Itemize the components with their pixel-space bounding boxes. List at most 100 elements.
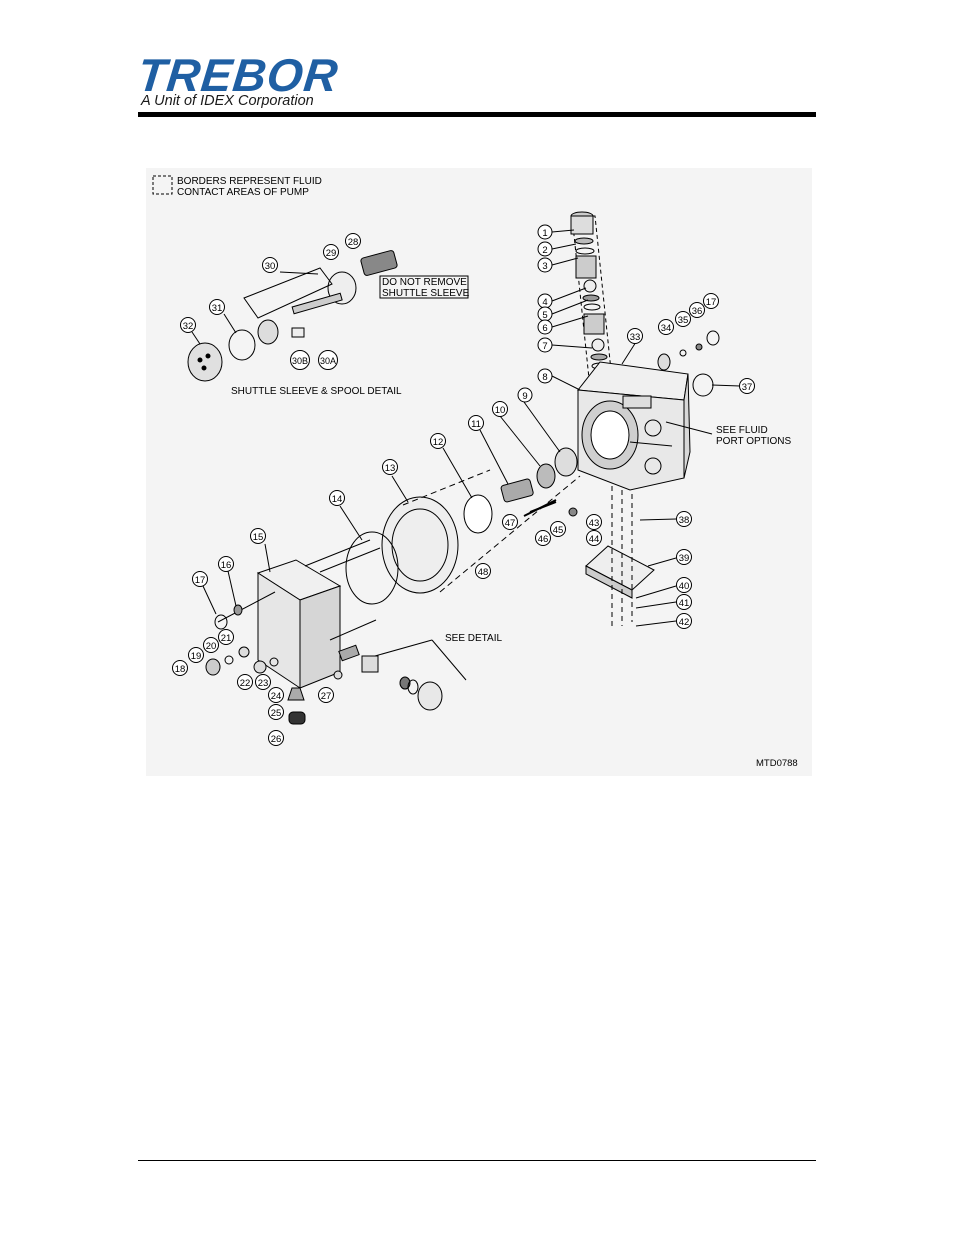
callout-16: 16 — [218, 556, 234, 572]
callout-36: 36 — [689, 302, 705, 318]
svg-text:28: 28 — [348, 237, 359, 248]
svg-text:3: 3 — [542, 261, 547, 272]
svg-text:22: 22 — [240, 678, 251, 689]
fluid-port-line2: PORT OPTIONS — [716, 436, 792, 447]
callout-32: 32 — [180, 317, 196, 333]
svg-text:20: 20 — [206, 641, 217, 652]
callout-31: 31 — [209, 299, 225, 315]
callout-39: 39 — [676, 549, 692, 565]
legend-text-line2: CONTACT AREAS OF PUMP — [177, 187, 309, 198]
diagram-svg: BORDERS REPRESENT FLUID CONTACT AREAS OF… — [152, 175, 798, 769]
svg-text:17: 17 — [195, 575, 206, 586]
callout-23: 23 — [255, 674, 271, 690]
svg-text:26: 26 — [271, 734, 282, 745]
callout-43: 43 — [586, 514, 602, 530]
callout-33: 33 — [627, 328, 643, 344]
svg-text:13: 13 — [385, 463, 396, 474]
callout-24: 24 — [268, 687, 284, 703]
callout-17-right: 17 — [703, 293, 719, 309]
shuttle-note-line2: SHUTTLE SLEEVE — [382, 288, 470, 299]
shuttle-note-box — [379, 275, 469, 299]
callout-14: 14 — [329, 490, 345, 506]
callout-38: 38 — [676, 511, 692, 527]
diagram-labels: BORDERS REPRESENT FLUID CONTACT AREAS OF… — [177, 176, 798, 769]
callout-3: 3 — [537, 257, 553, 273]
svg-text:7: 7 — [542, 341, 547, 352]
callout-22: 22 — [237, 674, 253, 690]
side-parts — [657, 330, 720, 397]
svg-text:21: 21 — [221, 633, 232, 644]
callout-25: 25 — [268, 704, 284, 720]
svg-text:43: 43 — [589, 518, 600, 529]
svg-text:24: 24 — [271, 691, 282, 702]
callout-10: 10 — [492, 401, 508, 417]
svg-text:37: 37 — [742, 382, 753, 393]
callout-17-left: 17 — [192, 571, 208, 587]
callout-20: 20 — [203, 637, 219, 653]
callout-9: 9 — [517, 387, 533, 403]
svg-text:47: 47 — [505, 518, 516, 529]
shuttle-note-line1: DO NOT REMOVE — [382, 277, 467, 288]
callout-28: 28 — [345, 233, 361, 249]
callout-4: 4 — [537, 293, 553, 309]
svg-text:18: 18 — [175, 664, 186, 675]
diaphragm-assembly — [345, 447, 581, 605]
logo-wordmark: TREBOR — [135, 49, 341, 101]
callout-18: 18 — [172, 660, 188, 676]
header-rule — [138, 112, 816, 117]
legend-dashed-box — [152, 175, 173, 195]
svg-text:5: 5 — [542, 310, 547, 321]
svg-text:19: 19 — [191, 651, 202, 662]
svg-text:30: 30 — [265, 261, 276, 272]
mounting-hardware — [523, 486, 655, 630]
callout-34: 34 — [658, 319, 674, 335]
callout-5: 5 — [537, 306, 553, 322]
drawing-number: MTD0788 — [756, 758, 798, 769]
callout-44: 44 — [586, 530, 602, 546]
svg-text:14: 14 — [332, 494, 343, 505]
svg-text:41: 41 — [679, 598, 690, 609]
callout-42: 42 — [676, 613, 692, 629]
svg-text:17: 17 — [706, 297, 717, 308]
svg-text:30B: 30B — [292, 356, 308, 366]
svg-text:34: 34 — [661, 323, 672, 334]
callout-35: 35 — [675, 311, 691, 327]
svg-text:40: 40 — [679, 581, 690, 592]
fluid-port-line1: SEE FLUID — [716, 425, 768, 436]
svg-text:32: 32 — [183, 321, 194, 332]
svg-text:9: 9 — [522, 391, 527, 402]
svg-text:39: 39 — [679, 553, 690, 564]
callout-37: 37 — [739, 378, 755, 394]
valve-stack — [570, 211, 613, 389]
legend-text-line1: BORDERS REPRESENT FLUID — [177, 176, 322, 187]
svg-text:15: 15 — [253, 532, 264, 543]
svg-text:6: 6 — [542, 323, 547, 334]
callout-30a: 30A — [318, 350, 338, 370]
shuttle-sleeve-parts — [187, 250, 398, 382]
shuttle-detail-caption: SHUTTLE SLEEVE & SPOOL DETAIL — [231, 386, 402, 397]
callout-6: 6 — [537, 319, 553, 335]
callout-48: 48 — [475, 563, 491, 579]
trebor-logo: TREBOR A Unit of IDEX Corporation — [135, 49, 341, 112]
exploded-parts-diagram: BORDERS REPRESENT FLUID CONTACT AREAS OF… — [146, 168, 812, 776]
callout-47: 47 — [502, 514, 518, 530]
svg-text:35: 35 — [678, 315, 689, 326]
callout-27: 27 — [318, 687, 334, 703]
callout-30b: 30B — [290, 350, 310, 370]
svg-text:31: 31 — [212, 303, 223, 314]
callout-26: 26 — [268, 730, 284, 746]
svg-text:16: 16 — [221, 560, 232, 571]
callout-11: 11 — [468, 415, 484, 431]
svg-text:23: 23 — [258, 678, 269, 689]
callout-12: 12 — [430, 433, 446, 449]
diagram-drawing — [152, 175, 741, 725]
logo-subtitle: A Unit of IDEX Corporation — [141, 93, 314, 109]
callout-40: 40 — [676, 577, 692, 593]
callout-8: 8 — [537, 368, 553, 384]
svg-text:10: 10 — [495, 405, 506, 416]
svg-text:4: 4 — [542, 297, 547, 308]
svg-text:11: 11 — [471, 419, 481, 430]
svg-text:27: 27 — [321, 691, 332, 702]
svg-text:29: 29 — [326, 248, 337, 259]
end-cap-assembly — [205, 539, 443, 725]
